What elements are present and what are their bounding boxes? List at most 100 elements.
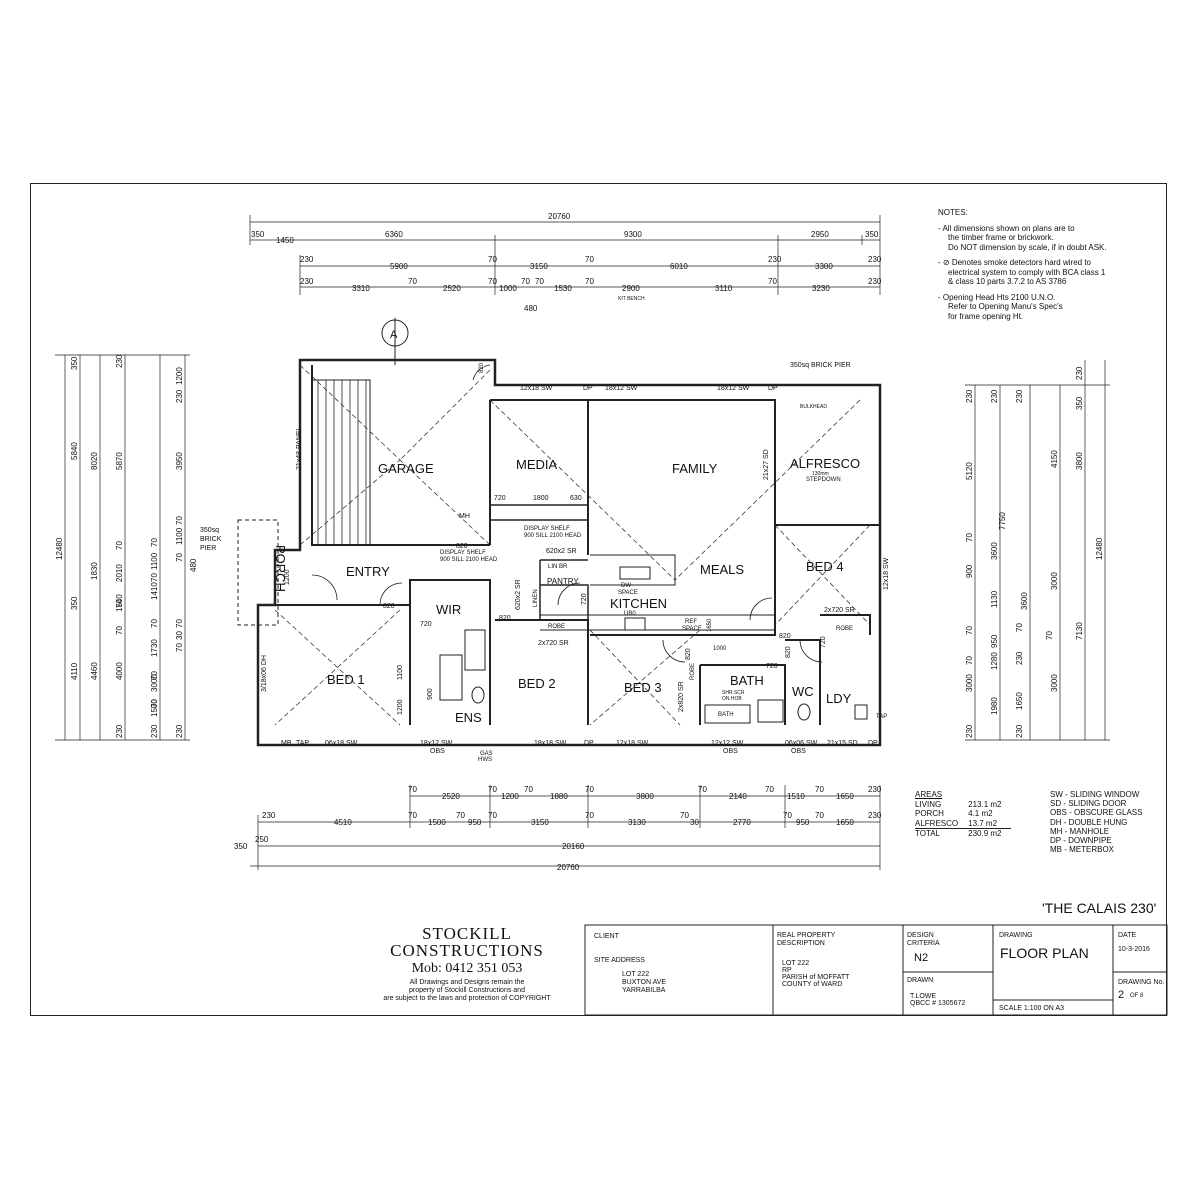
dim-top-r1-1: 350 — [251, 230, 265, 239]
bottom-window-5: 12x12 SW — [711, 740, 744, 747]
brick-pier-left-2: BRICK — [200, 536, 222, 543]
dim-bot-r2-15: 950 — [796, 818, 810, 827]
dim-left-c5-10: 1500 — [150, 699, 159, 717]
dim-right-c2-4: 70 — [1015, 623, 1024, 632]
dim-left-c6-8: 70 — [175, 619, 184, 628]
dim-right-c5-4: 7130 — [1075, 622, 1084, 640]
room-pantry: PANTRY — [547, 577, 579, 586]
compass-letter: A — [390, 329, 398, 341]
room-kitchen: KITCHEN — [610, 596, 667, 611]
bottom-tap: TAP — [296, 740, 309, 747]
dim-right-c1-1: 230 — [965, 389, 974, 403]
stepdown-label-2: STEPDOWN — [806, 477, 841, 483]
display-shelf-1: DISPLAY SHELF — [524, 526, 570, 532]
linen-label: LINEN — [533, 589, 539, 607]
int-dim-2: 720 — [494, 495, 506, 502]
dim-bot-r1-6: 1880 — [550, 792, 568, 801]
dim-right-c5-3: 230 — [1075, 366, 1084, 380]
dim-bot-r1-8: 3800 — [636, 792, 654, 801]
tb-site-line-1: LOT 222 — [622, 971, 650, 978]
dim-left-c3-2: 1830 — [90, 562, 99, 580]
dim-right-c2-6: 230 — [1015, 724, 1024, 738]
tb-date-label: DATE — [1118, 932, 1137, 939]
bath-small: BATH — [718, 712, 734, 718]
dim-top-r3-4: 2520 — [443, 284, 461, 293]
dim-bot-r2-12: 30 — [690, 818, 699, 827]
dim-bot-r2-10: 3130 — [628, 818, 646, 827]
dim-left-c6-7: 480 — [189, 558, 198, 572]
legend-item: DP - DOWNPIPE — [1050, 836, 1112, 846]
dim-left-c5-11: 230 — [150, 724, 159, 738]
robe-c: ROBE — [690, 663, 696, 680]
int-dim-10: 2x720 SR — [538, 640, 569, 647]
bottom-dimension-lines — [250, 785, 881, 870]
dim-bot-r1-12: 1510 — [787, 792, 805, 801]
dim-right-c3-1: 230 — [1015, 389, 1024, 403]
bottom-mb: MB — [281, 740, 292, 747]
int-dim-11: 820 — [685, 648, 692, 660]
robe-b: ROBE — [836, 626, 853, 632]
dim-left-c6-1: 1200 — [175, 367, 184, 385]
int-dim-8: 820 — [779, 633, 791, 640]
int-dim-15: 820 — [785, 646, 792, 658]
window-top-5: DP — [768, 385, 778, 392]
dim-bot-r2-3: 70 — [408, 811, 417, 820]
dim-top-r3-14: 3230 — [812, 284, 830, 293]
dim-right-c6-2: 12480 — [1095, 537, 1104, 560]
company-logo-block: STOCKILL CONSTRUCTIONS Mob: 0412 351 053… — [372, 925, 562, 1003]
dim-left-c4-3: 70 — [115, 541, 124, 550]
tap-label: TAP — [876, 714, 887, 720]
window-right-bed4: 12x18 SW — [883, 557, 890, 590]
int-dim-3: 1800 — [533, 495, 549, 502]
dim-right-c3-2: 3600 — [1020, 592, 1029, 610]
dim-right-c1-4: 900 — [965, 564, 974, 578]
tb-drawing-no-label: DRAWING No. — [1118, 979, 1165, 986]
legend-item: MB - METERBOX — [1050, 845, 1115, 855]
top-dimension-lines — [249, 215, 881, 295]
dim-right-c1-5: 70 — [965, 626, 974, 635]
dim-top-r2-9: 230 — [868, 255, 882, 264]
dim-bot-r2-14: 70 — [783, 811, 792, 820]
dim-bot-r2-8: 3150 — [531, 818, 549, 827]
dim-right-c2-1: 230 — [990, 389, 999, 403]
dim-top-r2-2: 5900 — [390, 262, 408, 271]
dim-top-r2-5: 70 — [585, 255, 594, 264]
room-meals: MEALS — [700, 562, 744, 577]
tb-drawn-label: DRAWN — [907, 977, 934, 984]
dim-bot-r3-1: 250 — [255, 835, 269, 844]
int-dim-1: 820 — [456, 543, 468, 550]
dim-bot-r1-10: 2140 — [729, 792, 747, 801]
dim-left-c4-6: 1540 — [115, 594, 124, 612]
dim-left-c6-10: 70 — [175, 643, 184, 652]
dim-left-c6-5: 1100 — [175, 527, 184, 545]
dim-top-r2-1: 230 — [300, 255, 314, 264]
room-ens: ENS — [455, 710, 482, 725]
ub0-label: UB0 — [624, 611, 636, 617]
dim-left-c2-3: 4110 — [70, 662, 79, 680]
dim-left-c5-1: 70 — [150, 538, 159, 547]
room-bed3: BED 3 — [624, 680, 662, 695]
dim-right-c3-3: 230 — [1015, 651, 1024, 665]
dim-left-c4-2: 5870 — [115, 452, 124, 470]
tb-client-label: CLIENT — [594, 933, 619, 940]
tb-rpd-label-1: REAL PROPERTY — [777, 932, 836, 939]
tb-design-label-2: CRITERIA — [907, 940, 940, 947]
dim-right-c2-5: 1650 — [1015, 692, 1024, 710]
legend-item: MH - MANHOLE — [1050, 826, 1110, 836]
dim-right-c1-7: 1980 — [990, 697, 999, 715]
dim-left-c3-1: 8020 — [90, 452, 99, 470]
dim-top-r3-2: 3310 — [352, 284, 370, 293]
dim-bot-r2-7: 70 — [488, 811, 497, 820]
dim-bot-r2-1: 230 — [262, 811, 276, 820]
bottom-window-2: 18x12 SW — [420, 740, 453, 747]
dim-left-c4-8: 4000 — [115, 662, 124, 680]
robe-a: ROBE — [548, 624, 565, 630]
bulkhead-label: BULKHEAD — [800, 404, 827, 410]
dim-left-c5-7: 70 — [150, 671, 159, 680]
dim-bot-r1-2: 2520 — [442, 792, 460, 801]
dim-bot-r2-16: 70 — [815, 811, 824, 820]
dim-top-r2-7: 230 — [768, 255, 782, 264]
int-dim-17: 1200 — [284, 569, 291, 585]
lin-br-label: LIN BR — [548, 564, 568, 570]
tb-drawn-line-1: T.LOWE — [910, 993, 937, 1000]
